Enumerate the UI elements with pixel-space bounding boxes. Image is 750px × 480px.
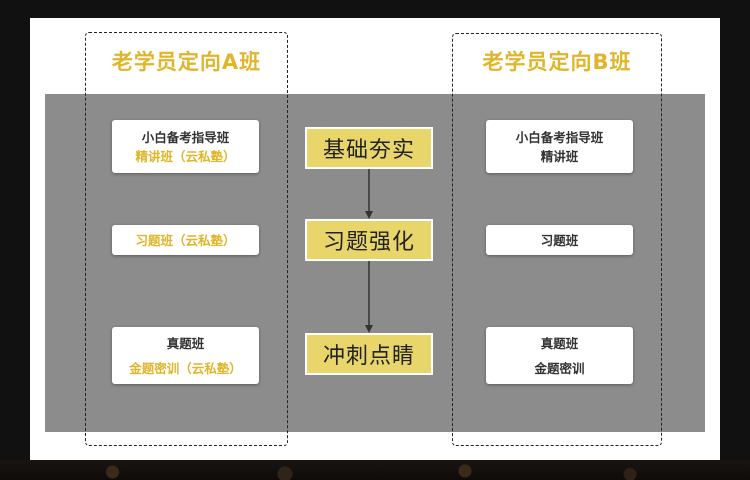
- group-b-title: 老学员定向B班: [482, 50, 632, 74]
- card-line: 小白备考指导班: [515, 129, 604, 145]
- flow-arrow-2-icon: [365, 261, 373, 333]
- group-b-card-basic: 小白备考指导班 精讲班: [486, 120, 633, 173]
- group-b-card-sprint: 真题班 金题密训: [486, 327, 633, 384]
- card-line: 金题密训（云私塾）: [129, 360, 242, 376]
- card-line: 精讲班（云私塾）: [135, 148, 236, 164]
- group-a-card-sprint: 真题班 金题密训（云私塾）: [112, 327, 259, 384]
- group-b-card-exercise: 习题班: [486, 225, 633, 255]
- card-line: 习题班（云私塾）: [135, 232, 236, 248]
- decorative-bottom-strip: [0, 460, 750, 480]
- stage-sprint: 冲刺点睛: [305, 333, 433, 375]
- group-a-title: 老学员定向A班: [111, 50, 262, 74]
- card-line: 金题密训: [534, 360, 585, 376]
- flow-arrow-1-icon: [365, 169, 373, 219]
- group-a-card-basic: 小白备考指导班 精讲班（云私塾）: [112, 120, 259, 173]
- group-a-card-exercise: 习题班（云私塾）: [112, 225, 259, 255]
- card-line: 小白备考指导班: [141, 129, 230, 145]
- card-line: 真题班: [540, 335, 579, 351]
- stage-foundation: 基础夯实: [305, 127, 433, 169]
- stage-exercise: 习题强化: [305, 219, 433, 261]
- card-line: 精讲班: [540, 148, 579, 164]
- card-line: 真题班: [166, 335, 205, 351]
- group-a-dashed-box: [85, 32, 288, 446]
- card-line: 习题班: [540, 232, 579, 248]
- group-b-dashed-box: [452, 33, 662, 446]
